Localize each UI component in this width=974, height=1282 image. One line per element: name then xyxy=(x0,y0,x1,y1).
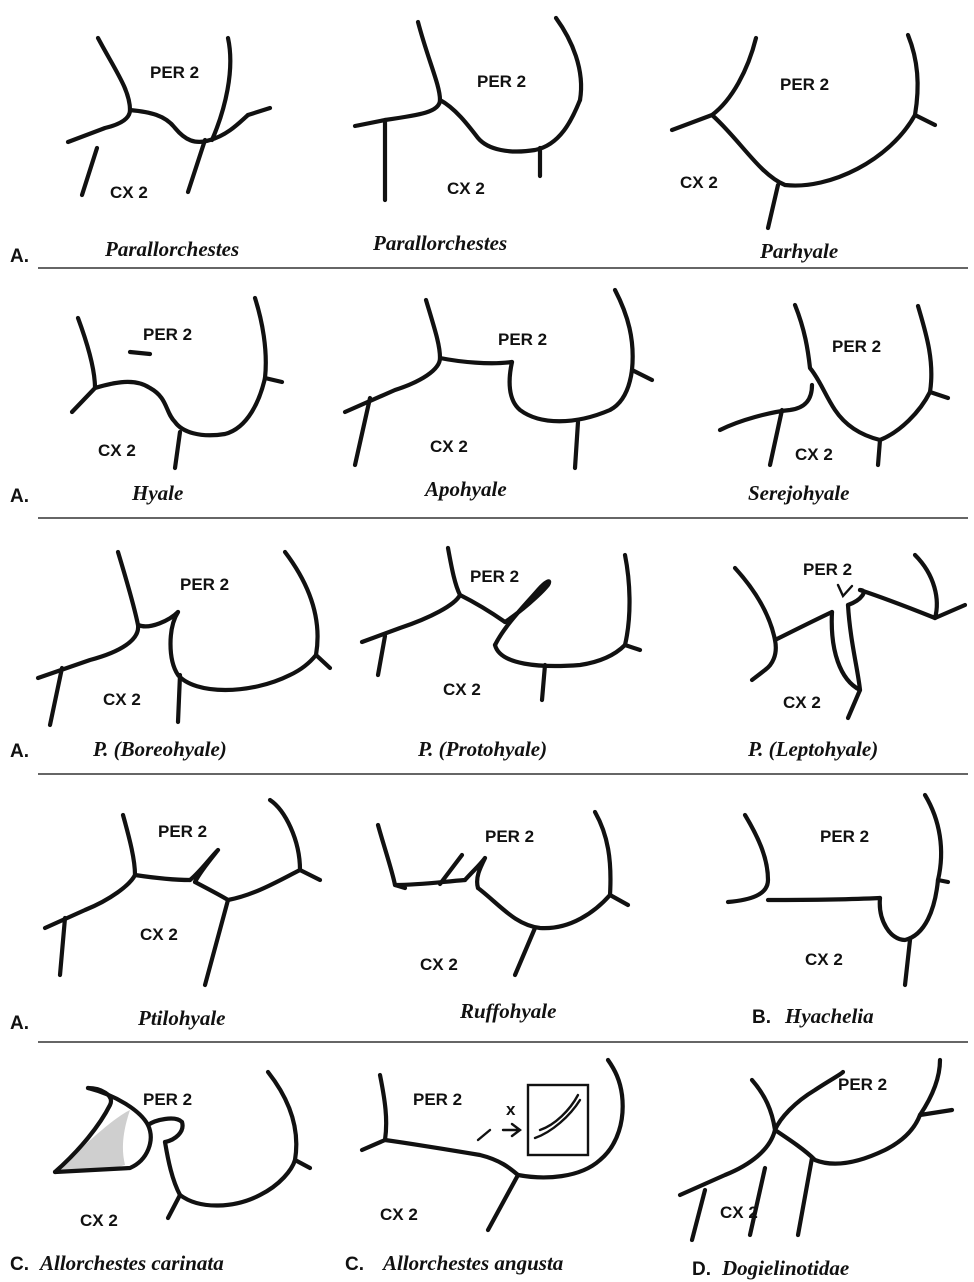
per2-label: PER 2 xyxy=(158,822,207,841)
outline-r5c3 xyxy=(677,1057,955,1243)
taxon-r2c2: Apohyale xyxy=(423,477,507,501)
panel-r3c2: PER 2 CX 2 xyxy=(359,545,643,703)
outline-r5c2 xyxy=(359,1057,625,1233)
cx2-label: CX 2 xyxy=(110,183,148,202)
group-label-a: A. xyxy=(10,246,29,267)
cx2-label: CX 2 xyxy=(443,680,481,699)
taxon-r3c3: P. (Leptohyale) xyxy=(747,737,878,761)
per2-label: PER 2 xyxy=(498,330,547,349)
taxon-r2c3: Serejohyale xyxy=(748,481,849,505)
group-label-a: A. xyxy=(10,1013,29,1034)
magnified-inset-r5c2 xyxy=(476,1083,590,1157)
panel-r5c2: PER 2 x CX 2 xyxy=(359,1057,625,1233)
cx2-label: CX 2 xyxy=(447,179,485,198)
cx2-label: CX 2 xyxy=(380,1205,418,1224)
outline-r3c1 xyxy=(35,549,333,728)
taxon-r3c2: P. (Protohyale) xyxy=(417,737,547,761)
taxon-r4c2: Ruffohyale xyxy=(459,999,556,1023)
group-label-b: B. xyxy=(752,1007,771,1028)
cx2-label: CX 2 xyxy=(140,925,178,944)
taxon-r5c1: Allorchestes carinata xyxy=(38,1251,224,1275)
group-label-c: C. xyxy=(345,1254,364,1275)
panel-r5c3: PER 2 CX 2 xyxy=(677,1057,955,1243)
group-label-a: A. xyxy=(10,741,29,762)
taxon-r4c3: Hyachelia xyxy=(784,1004,874,1028)
taxon-r1c3: Parhyale xyxy=(759,239,838,263)
outline-r5c1 xyxy=(52,1069,313,1221)
panel-r4c2: PER 2 CX 2 xyxy=(375,809,631,978)
x-marker-label: x xyxy=(506,1100,516,1119)
taxon-r3c1: P. (Boreohyale) xyxy=(92,737,227,761)
taxon-r5c2: Allorchestes angusta xyxy=(381,1251,563,1275)
panel-r4c3: PER 2 CX 2 xyxy=(725,792,951,988)
panel-r4c1: PER 2 CX 2 xyxy=(42,797,323,988)
per2-label: PER 2 xyxy=(143,1090,192,1109)
per2-label: PER 2 xyxy=(838,1075,887,1094)
panel-r2c3: PER 2 CX 2 xyxy=(717,302,951,468)
outline-r2c1 xyxy=(69,295,285,471)
arrow-marker-r3c3 xyxy=(836,583,854,599)
per2-label: PER 2 xyxy=(832,337,881,356)
outline-r1c2 xyxy=(352,15,584,203)
outline-r4c2 xyxy=(375,809,631,978)
per2-label: PER 2 xyxy=(803,560,852,579)
taxon-r1c1: Parallorchestes xyxy=(104,237,239,261)
cx2-label: CX 2 xyxy=(420,955,458,974)
cx2-label: CX 2 xyxy=(430,437,468,456)
outline-r1c3 xyxy=(669,32,938,231)
per2-label: PER 2 xyxy=(470,567,519,586)
per2-label: PER 2 xyxy=(413,1090,462,1109)
outline-r3c3 xyxy=(732,552,968,721)
outline-r1c1 xyxy=(65,35,273,198)
outline-r3c2 xyxy=(359,545,643,703)
group-label-c: C. xyxy=(10,1254,29,1275)
panel-r1c1: PER 2 CX 2 xyxy=(65,35,273,202)
cx2-label: CX 2 xyxy=(680,173,718,192)
per2-label: PER 2 xyxy=(150,63,199,82)
panel-r2c1: PER 2 CX 2 xyxy=(69,295,285,471)
outline-r2c3 xyxy=(717,302,951,468)
per2-label: PER 2 xyxy=(143,325,192,344)
cx2-label: CX 2 xyxy=(783,693,821,712)
cx2-label: CX 2 xyxy=(80,1211,118,1230)
panel-r3c3: PER 2 CX 2 xyxy=(732,552,968,721)
taxon-r2c1: Hyale xyxy=(131,481,183,505)
per2-label: PER 2 xyxy=(485,827,534,846)
outline-r2c2 xyxy=(342,287,655,471)
panel-r3c1: PER 2 CX 2 xyxy=(35,549,333,728)
outline-r4c1 xyxy=(42,797,323,988)
cx2-label: CX 2 xyxy=(795,445,833,464)
taxon-r4c1: Ptilohyale xyxy=(137,1006,226,1030)
per2-label: PER 2 xyxy=(780,75,829,94)
per2-label: PER 2 xyxy=(180,575,229,594)
group-label-d: D. xyxy=(692,1259,711,1280)
per2-label: PER 2 xyxy=(820,827,869,846)
cx2-label: CX 2 xyxy=(103,690,141,709)
panel-r1c3: PER 2 CX 2 xyxy=(669,32,938,231)
cx2-label: CX 2 xyxy=(720,1203,758,1222)
taxon-r5c3: Dogielinotidae xyxy=(721,1256,849,1280)
outline-r4c3 xyxy=(725,792,951,988)
cx2-label: CX 2 xyxy=(805,950,843,969)
panel-r2c2: PER 2 CX 2 xyxy=(342,287,655,471)
panel-r1c2: PER 2 CX 2 xyxy=(352,15,584,203)
per2-label: PER 2 xyxy=(477,72,526,91)
taxon-r1c2: Parallorchestes xyxy=(372,231,507,255)
cx2-label: CX 2 xyxy=(98,441,136,460)
group-label-a: A. xyxy=(10,486,29,507)
panel-r5c1: PER 2 CX 2 xyxy=(52,1069,313,1230)
